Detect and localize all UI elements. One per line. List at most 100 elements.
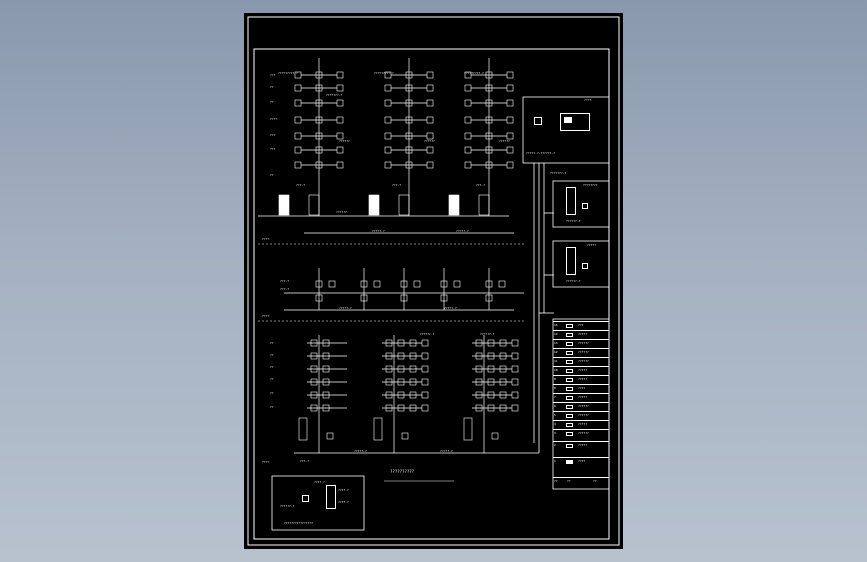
small-label: ???????-? [326,93,343,97]
device-symbol [385,339,393,347]
device-symbol [405,161,413,169]
door-station [566,187,576,215]
device-symbol [385,404,393,412]
device-symbol [511,391,519,399]
panel-device [534,117,542,125]
device-symbol [463,417,473,441]
section-label-2: ???? [262,314,270,318]
panel-top [522,96,610,164]
device-symbol [409,352,417,360]
device-symbol [464,71,472,79]
legend-row: 7????? [553,393,609,402]
device-symbol [384,161,392,169]
legend-row: 10????? [553,366,609,375]
device-symbol [475,404,483,412]
legend-row: 6?????? [553,402,609,411]
panel-top-sub: ?????-?-??????-? [526,151,555,155]
device-symbol [475,391,483,399]
device-symbol [506,71,514,79]
device-symbol [464,116,472,124]
inner-border [253,48,610,540]
device-symbol [485,71,493,79]
small-label: ?????????-? [464,71,484,75]
device-symbol [385,365,393,373]
device-symbol [336,84,344,92]
row-label: ?? [270,100,274,104]
device-symbol [384,84,392,92]
panel-low [552,240,610,288]
wiring-diagram [247,16,620,546]
device-symbol [310,365,318,373]
door-station [566,247,576,275]
device-symbol [487,404,495,412]
inset-line: ????-? [338,488,349,492]
small-label: ?????? [339,139,350,143]
device-symbol [360,280,368,288]
device-symbol [485,99,493,107]
device-symbol [315,161,323,169]
legend-row: 4????? [553,420,609,429]
inset-line: ??????-? [280,504,295,508]
device-symbol [384,146,392,154]
device-symbol [405,146,413,154]
small-label: ???-? [300,459,310,463]
device-symbol [384,71,392,79]
device-symbol [397,378,405,386]
riser-lines [301,58,512,453]
device-symbol [326,432,334,440]
device-symbol [405,84,413,92]
device-symbol [487,378,495,386]
legend-row: 9????? [553,375,609,384]
device-symbol [421,352,429,360]
device-symbol [336,132,344,140]
device-symbol [294,71,302,79]
device-symbol [409,365,417,373]
device-symbol [511,404,519,412]
device-symbol [426,132,434,140]
device-symbol [397,339,405,347]
device-symbol [485,146,493,154]
small-label: ??????-? [480,332,495,336]
device-symbol [511,339,519,347]
small-label: ?????????-? [278,71,298,75]
device-symbol [336,161,344,169]
device-symbol [421,391,429,399]
device-symbol [294,84,302,92]
device-symbol [310,391,318,399]
legend-row: 14????? [553,330,609,339]
inset-line: ????-? [314,480,325,484]
device-symbol [464,132,472,140]
small-label: ?????-? [372,229,385,233]
device-symbol [506,99,514,107]
device-symbol [506,132,514,140]
legend-row: 5?????? [553,411,609,420]
small-label: ?????? [336,210,347,214]
row-label: ?? [270,405,274,409]
device-symbol [322,404,330,412]
device-symbol [475,365,483,373]
device-symbol [487,339,495,347]
device-symbol [405,71,413,79]
device-symbol [421,339,429,347]
device-symbol [315,116,323,124]
device-symbol [405,116,413,124]
device-symbol [464,146,472,154]
row-label: ?? [270,365,274,369]
device-symbol [315,99,323,107]
device-symbol [511,365,519,373]
device-symbol [421,404,429,412]
legend-row: 13?????? [553,339,609,348]
small-label: ?????-? [339,306,352,310]
small-label: ???-? [280,287,290,291]
row-label: ??? [270,133,276,137]
device-symbol [491,432,499,440]
device-symbol [440,280,448,288]
row-label: ??? [270,73,276,77]
device-symbol [336,116,344,124]
bus-lines [258,163,554,454]
device-symbol [426,146,434,154]
device-symbol [322,378,330,386]
device-symbol [397,365,405,373]
device-symbol [421,365,429,373]
device-symbol [384,132,392,140]
